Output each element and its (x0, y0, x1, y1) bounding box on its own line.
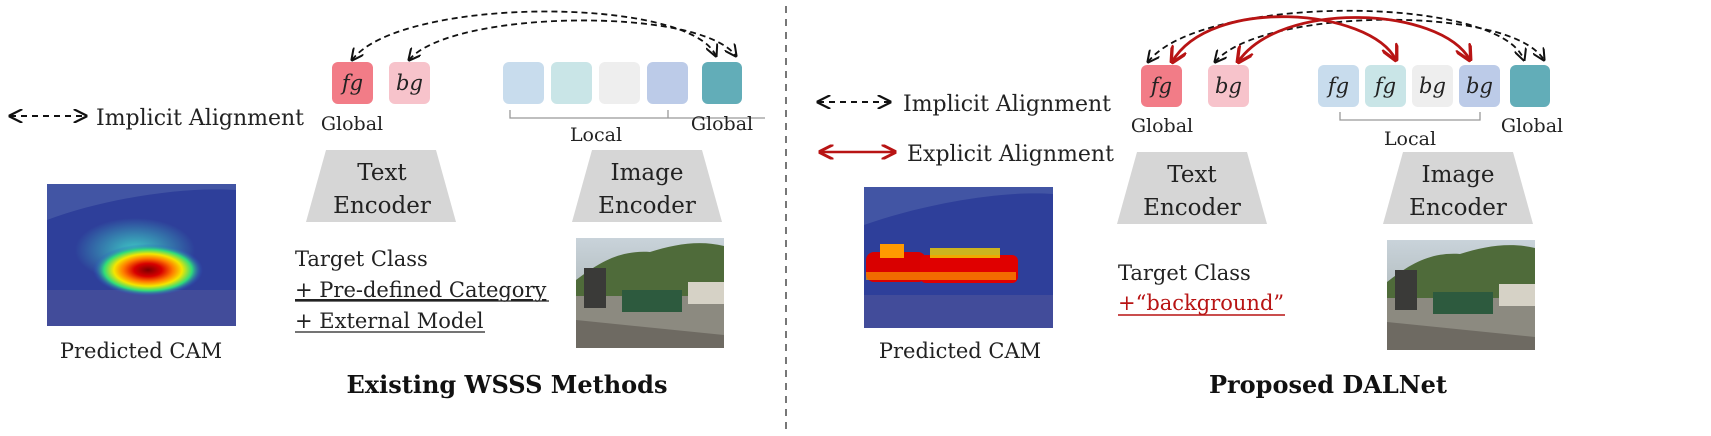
image-encoder-label: Image (1422, 162, 1495, 188)
fg-token-label: fg (340, 71, 363, 95)
local-token (551, 62, 592, 104)
bg-token-label: bg (396, 71, 423, 95)
implicit-arc (1148, 9, 1524, 62)
input-image (1387, 240, 1535, 350)
image-encoder-label: Encoder (598, 193, 696, 219)
bg-global-token (1208, 65, 1249, 107)
image-encoder (1383, 152, 1533, 224)
image-encoder-label: Encoder (1409, 195, 1507, 221)
section-title-right: Proposed DALNet (1209, 370, 1447, 399)
implicit-arc (352, 10, 716, 60)
image-global-label: Global (1501, 115, 1563, 137)
local-token-label: fg (1373, 74, 1396, 98)
explicit-arc (1172, 15, 1396, 62)
text-encoder-label: Text (1167, 162, 1217, 188)
predicted-cam-right (864, 187, 1053, 328)
prompt-target-class: Target Class (295, 247, 428, 271)
fg-token-label: fg (1149, 74, 1172, 98)
text-encoder-label: Encoder (333, 193, 431, 219)
legend-implicit-label: Implicit Alignment (96, 106, 304, 131)
local-label: Local (1384, 128, 1436, 150)
image-global-token (702, 62, 742, 104)
predicted-cam-left (47, 184, 236, 326)
local-tokens (503, 62, 688, 104)
right-legend-explicit: Explicit Alignment (820, 142, 1114, 167)
legend-explicit-label: Explicit Alignment (907, 142, 1114, 167)
text-encoder (306, 150, 456, 222)
local-token-label: bg (1466, 74, 1493, 98)
local-bracket (509, 110, 765, 119)
image-global-label: Global (691, 113, 753, 135)
cam-caption-right: Predicted CAM (879, 339, 1041, 363)
local-bracket (1339, 112, 1481, 121)
section-title-left: Existing WSSS Methods (347, 370, 668, 399)
explicit-arc (1238, 16, 1470, 62)
local-token (1459, 65, 1500, 107)
bg-token-label: bg (1215, 74, 1242, 98)
image-global-token (1510, 65, 1550, 107)
implicit-arc (409, 19, 736, 60)
local-token (1318, 65, 1359, 107)
input-image (576, 238, 724, 348)
text-global-label: Global (321, 113, 383, 135)
text-global-label: Global (1131, 115, 1193, 137)
local-token-label: bg (1419, 74, 1446, 98)
image-encoder-label: Image (611, 160, 684, 186)
prompt-target-class: Target Class (1118, 261, 1251, 285)
local-token (599, 62, 640, 104)
local-token-label: fg (1326, 74, 1349, 98)
right-legend-implicit: Implicit Alignment (818, 92, 1111, 117)
left-legend-implicit: Implicit Alignment (10, 106, 304, 131)
local-token (1365, 65, 1406, 107)
local-token (503, 62, 544, 104)
local-label: Local (570, 124, 622, 146)
fg-global-token (1141, 65, 1182, 107)
prompt-background: +“background” (1118, 291, 1284, 315)
cam-caption-left: Predicted CAM (60, 339, 222, 363)
left-panel: Implicit Alignment fg bg Global Local Gl… (10, 10, 765, 399)
text-encoder (1117, 152, 1267, 224)
text-encoder-label: Encoder (1143, 195, 1241, 221)
fg-global-token (332, 62, 373, 104)
text-encoder-label: Text (357, 160, 407, 186)
legend-implicit-label: Implicit Alignment (903, 92, 1111, 117)
right-panel: Implicit Alignment Explicit Alignment fg… (818, 9, 1563, 399)
prompt-external-model: + External Model (295, 309, 484, 333)
image-encoder (572, 150, 722, 222)
bg-global-token (389, 62, 430, 104)
local-token (1412, 65, 1453, 107)
prompt-predefined-category: + Pre-defined Category (295, 278, 546, 302)
local-token (647, 62, 688, 104)
